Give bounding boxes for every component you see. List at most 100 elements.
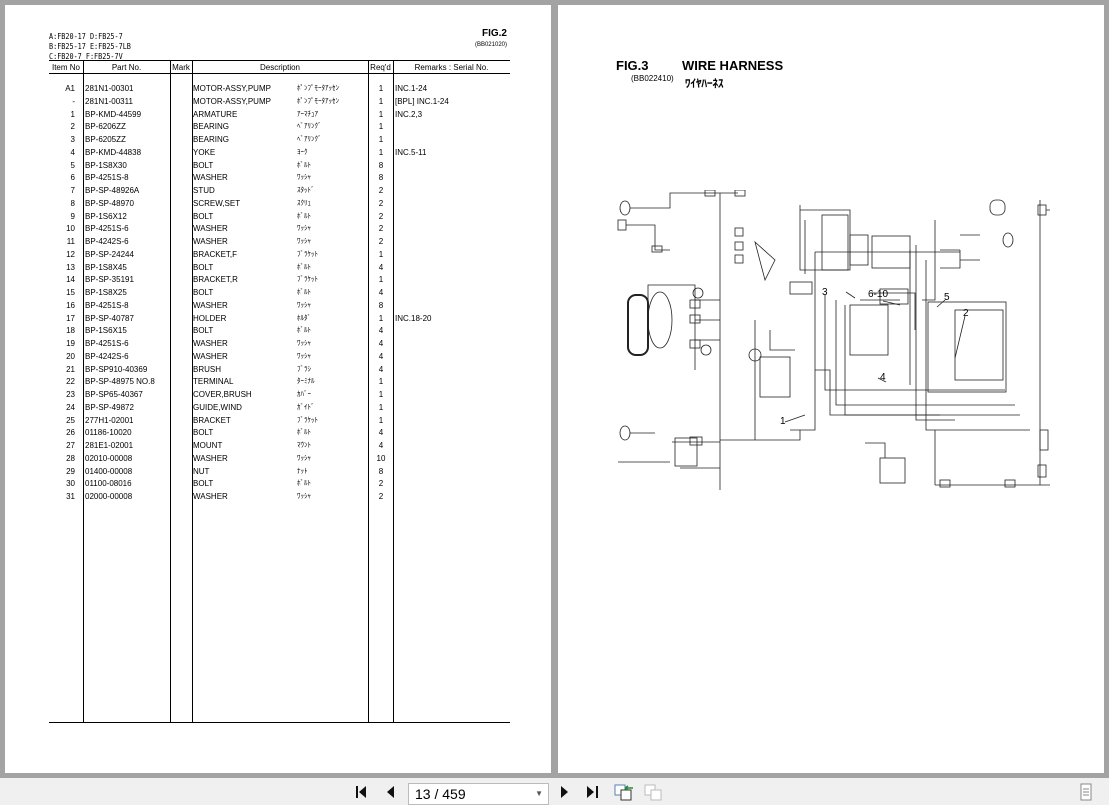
description-jp: ﾎﾞﾙﾄ [297, 429, 311, 437]
part-no: 277H1-02001 [85, 415, 134, 425]
item-no: 14 [66, 275, 75, 285]
quantity: 1 [378, 377, 384, 387]
remarks: INC.5-11 [395, 147, 427, 157]
header-mark: Mark [172, 63, 190, 72]
model-line: C:FB20-7 F:FB25-7V [49, 52, 123, 61]
figure-label: FIG.2 [481, 28, 507, 39]
description-jp: ﾎﾞﾙﾄ [297, 327, 311, 335]
remarks: INC.18-20 [395, 313, 432, 323]
item-no: 3 [70, 135, 75, 144]
description: BEARING [193, 122, 230, 132]
page-dropdown-icon[interactable]: ▼ [535, 789, 543, 798]
parts-table: Item No Part No. Mark Description Req'd … [49, 60, 510, 723]
battery-icon [849, 304, 889, 356]
column-divider [368, 61, 369, 722]
right-document-page: FIG.3 (BB022410) WIRE HARNESS ﾜｲﾔﾊｰﾈｽ [558, 5, 1104, 773]
callout-4: 4 [880, 372, 886, 383]
description: WASHER [193, 224, 228, 234]
description-jp: ﾜｯｼｬ [297, 493, 311, 500]
description-jp: ﾖｰｸ [297, 148, 308, 156]
part-no: 02010-00008 [85, 453, 133, 463]
item-no: 26 [66, 428, 75, 438]
description-jp: ﾌﾞﾗｹｯﾄ [297, 416, 318, 424]
description-jp: ﾎﾙﾀﾞ [297, 314, 311, 322]
quantity: 2 [378, 186, 384, 195]
item-no: 27 [66, 441, 75, 450]
header-item: Item No [51, 63, 80, 72]
description: WASHER [193, 300, 228, 310]
description-jp: ﾍﾞｱﾘﾝｸﾞ [297, 123, 322, 131]
description: BOLT [193, 262, 214, 272]
description-jp: ﾌﾞﾗｹｯﾄ [297, 276, 318, 284]
item-no: 16 [66, 300, 75, 310]
part-no: BP-4242S-6 [85, 237, 129, 246]
description: HOLDER [193, 313, 227, 323]
figure-code: (BB022410) [631, 74, 674, 83]
description-jp: ﾜｯｼｬ [297, 225, 311, 233]
description-jp: ﾎﾞﾙﾄ [297, 161, 311, 169]
description-jp: ｶﾊﾞｰ [297, 391, 311, 398]
description: WASHER [193, 453, 228, 463]
header-reqd: Req'd [370, 63, 391, 72]
quantity: 1 [378, 402, 384, 412]
last-page-button[interactable] [583, 783, 603, 801]
description-jp: ﾜｯｼｬ [297, 238, 311, 245]
part-no: 02000-00008 [85, 492, 133, 501]
quantity: 1 [378, 122, 384, 132]
part-no: 281E1-02001 [85, 441, 134, 450]
item-no: 1 [70, 109, 75, 119]
item-no: 10 [66, 224, 75, 234]
description-jp: ﾎﾞﾙﾄ [297, 212, 311, 220]
description-jp: ﾎﾞﾙﾄ [297, 263, 311, 271]
description-jp: ｱｰﾏﾁｭｱ [297, 110, 318, 118]
description-jp: ﾜｯｼｬ [297, 340, 311, 347]
part-no: BP-1S6X15 [85, 326, 127, 336]
part-no: BP-6205ZZ [85, 135, 126, 144]
callout-6-10: 6-10 [868, 289, 888, 300]
first-page-button[interactable] [352, 783, 372, 801]
next-page-icon [561, 786, 568, 798]
quantity: 1 [378, 313, 384, 323]
header-remarks: Remarks : Serial No. [414, 63, 489, 72]
description: WASHER [193, 237, 228, 246]
column-divider [393, 61, 394, 722]
description: MOTOR-ASSY,PUMP [193, 96, 271, 106]
figure-code: (BB021020) [474, 42, 507, 48]
quantity: 8 [378, 173, 384, 183]
description: BRUSH [193, 364, 222, 374]
quantity: 4 [378, 288, 384, 297]
previous-page-button[interactable] [380, 783, 400, 801]
part-no: 01400-00008 [85, 466, 133, 476]
menu-icon [1080, 783, 1092, 801]
item-no: 8 [70, 198, 75, 208]
back-view-button[interactable] [612, 783, 636, 801]
item-no: 21 [66, 364, 75, 374]
part-no: BP-SP-40787 [85, 313, 134, 323]
quantity: 4 [378, 428, 384, 438]
quantity: 2 [378, 237, 384, 246]
forward-view-button[interactable] [642, 783, 666, 801]
part-no: BP-1S6X12 [85, 211, 127, 221]
steering-wheel-icon [647, 291, 673, 349]
page-number-input[interactable]: 13 / 459▼ [408, 783, 549, 805]
part-no: BP-4251S-6 [85, 224, 129, 234]
menu-button[interactable] [1078, 783, 1094, 801]
header-part: Part No. [111, 63, 142, 72]
part-no: BP-SP-48975 NO.8 [85, 377, 155, 387]
item-no: 24 [66, 402, 75, 412]
quantity: 10 [376, 453, 386, 463]
next-page-button[interactable] [557, 783, 573, 801]
meter-panel-icon [627, 294, 649, 356]
model-line: A:FB20-17 D:FB25-7 [49, 32, 123, 41]
part-no: BP-SP65-40367 [85, 390, 143, 399]
